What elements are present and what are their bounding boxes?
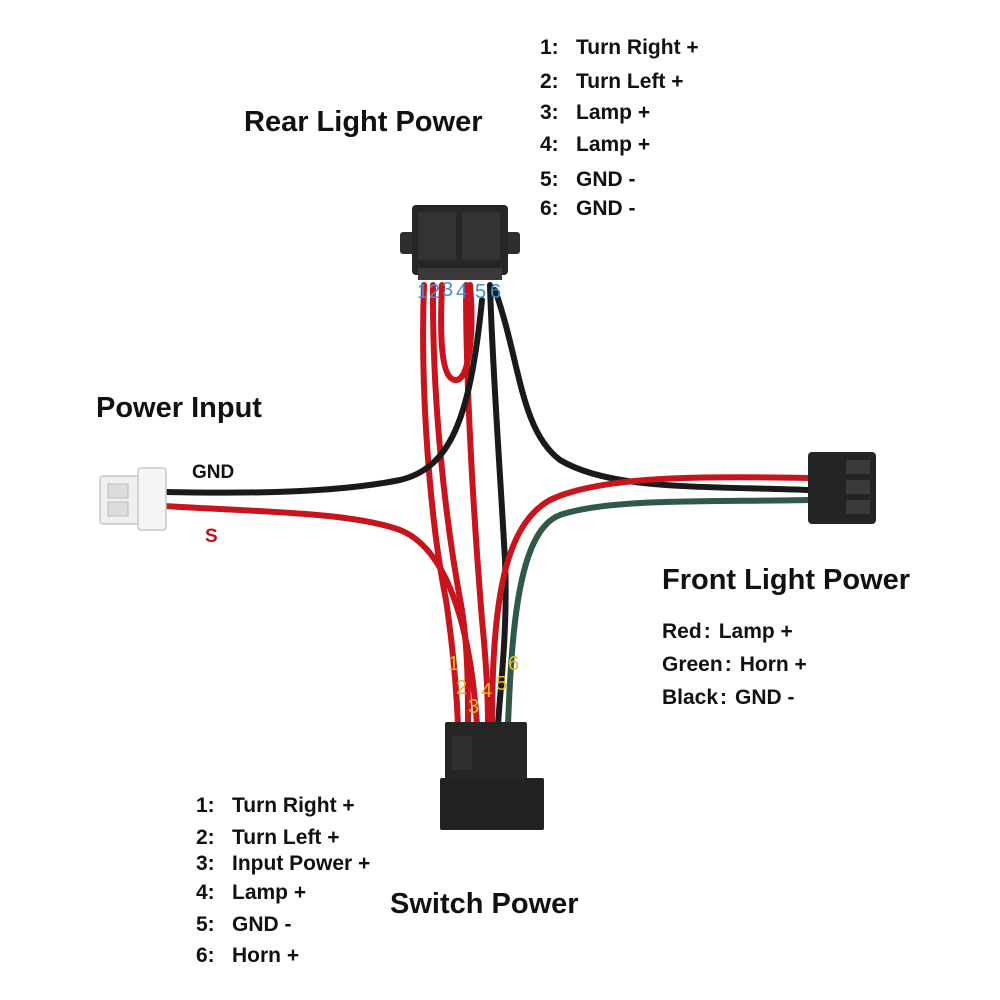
switch-power-title: Switch Power — [390, 888, 579, 920]
power-input-title: Power Input — [96, 392, 262, 424]
rear-pin-row: 6:GND - — [540, 197, 636, 220]
rear-pin-row: 2:Turn Left + — [540, 70, 684, 93]
wire-front-green — [505, 497, 811, 728]
wire-rear2-to-switch2 — [429, 282, 471, 728]
switch-pin-marker-5: 5 — [496, 673, 507, 695]
rear-pin-row: 3:Lamp + — [540, 101, 651, 124]
front-legend-row: Black:GND - — [662, 686, 795, 709]
wire-input-gnd — [162, 297, 485, 496]
rear-connector — [400, 205, 520, 280]
front-legend-row: Green:Horn + — [662, 653, 807, 676]
rear-pin-marker-6: 6 — [490, 281, 501, 303]
rear-pin-marker-5: 5 — [475, 281, 486, 303]
wire-rear5-to-switch5 — [487, 282, 509, 728]
rear-pin-row: 1:Turn Right + — [540, 36, 699, 59]
switch-pin-row: 6:Horn + — [196, 944, 300, 967]
switch-pin-marker-1: 1 — [448, 653, 459, 675]
rear-pin-row: 4:Lamp + — [540, 133, 651, 156]
power-input-s-label: S — [205, 526, 218, 547]
rear-pin-marker-3: 3 — [442, 279, 453, 301]
switch-connector — [440, 722, 544, 830]
switch-pin-marker-4: 4 — [481, 680, 492, 702]
front-connector — [808, 452, 876, 524]
front-legend-row: Red:Lamp + — [662, 620, 793, 643]
switch-pin-row: 4:Lamp + — [196, 881, 307, 904]
rear-pin-marker-2: 2 — [429, 281, 440, 303]
wire-rear4-to-switch4 — [463, 282, 491, 728]
power-input-connector — [99, 467, 167, 531]
switch-pin-marker-2: 2 — [456, 677, 467, 699]
wire-front-red — [489, 474, 811, 728]
wire-rear6-to-front-gnd — [492, 287, 811, 493]
wire-rear3-rear4-loop — [438, 282, 475, 383]
switch-pin-row: 3:Input Power + — [196, 852, 371, 875]
rear-light-power-title: Rear Light Power — [244, 106, 483, 138]
rear-pin-marker-1: 1 — [417, 281, 428, 303]
front-light-power-title: Front Light Power — [662, 564, 911, 596]
switch-pin-row: 5:GND - — [196, 913, 292, 936]
wire-input-signal — [162, 503, 480, 728]
switch-pin-marker-3: 3 — [468, 696, 479, 718]
switch-pin-row: 2:Turn Left + — [196, 826, 340, 849]
switch-pin-marker-6: 6 — [508, 653, 519, 675]
power-input-gnd-label: GND — [192, 462, 235, 483]
rear-pin-marker-4: 4 — [456, 281, 467, 303]
rear-pin-row: 5:GND - — [540, 168, 636, 191]
switch-pin-row: 1:Turn Right + — [196, 794, 355, 817]
wires — [162, 282, 811, 728]
